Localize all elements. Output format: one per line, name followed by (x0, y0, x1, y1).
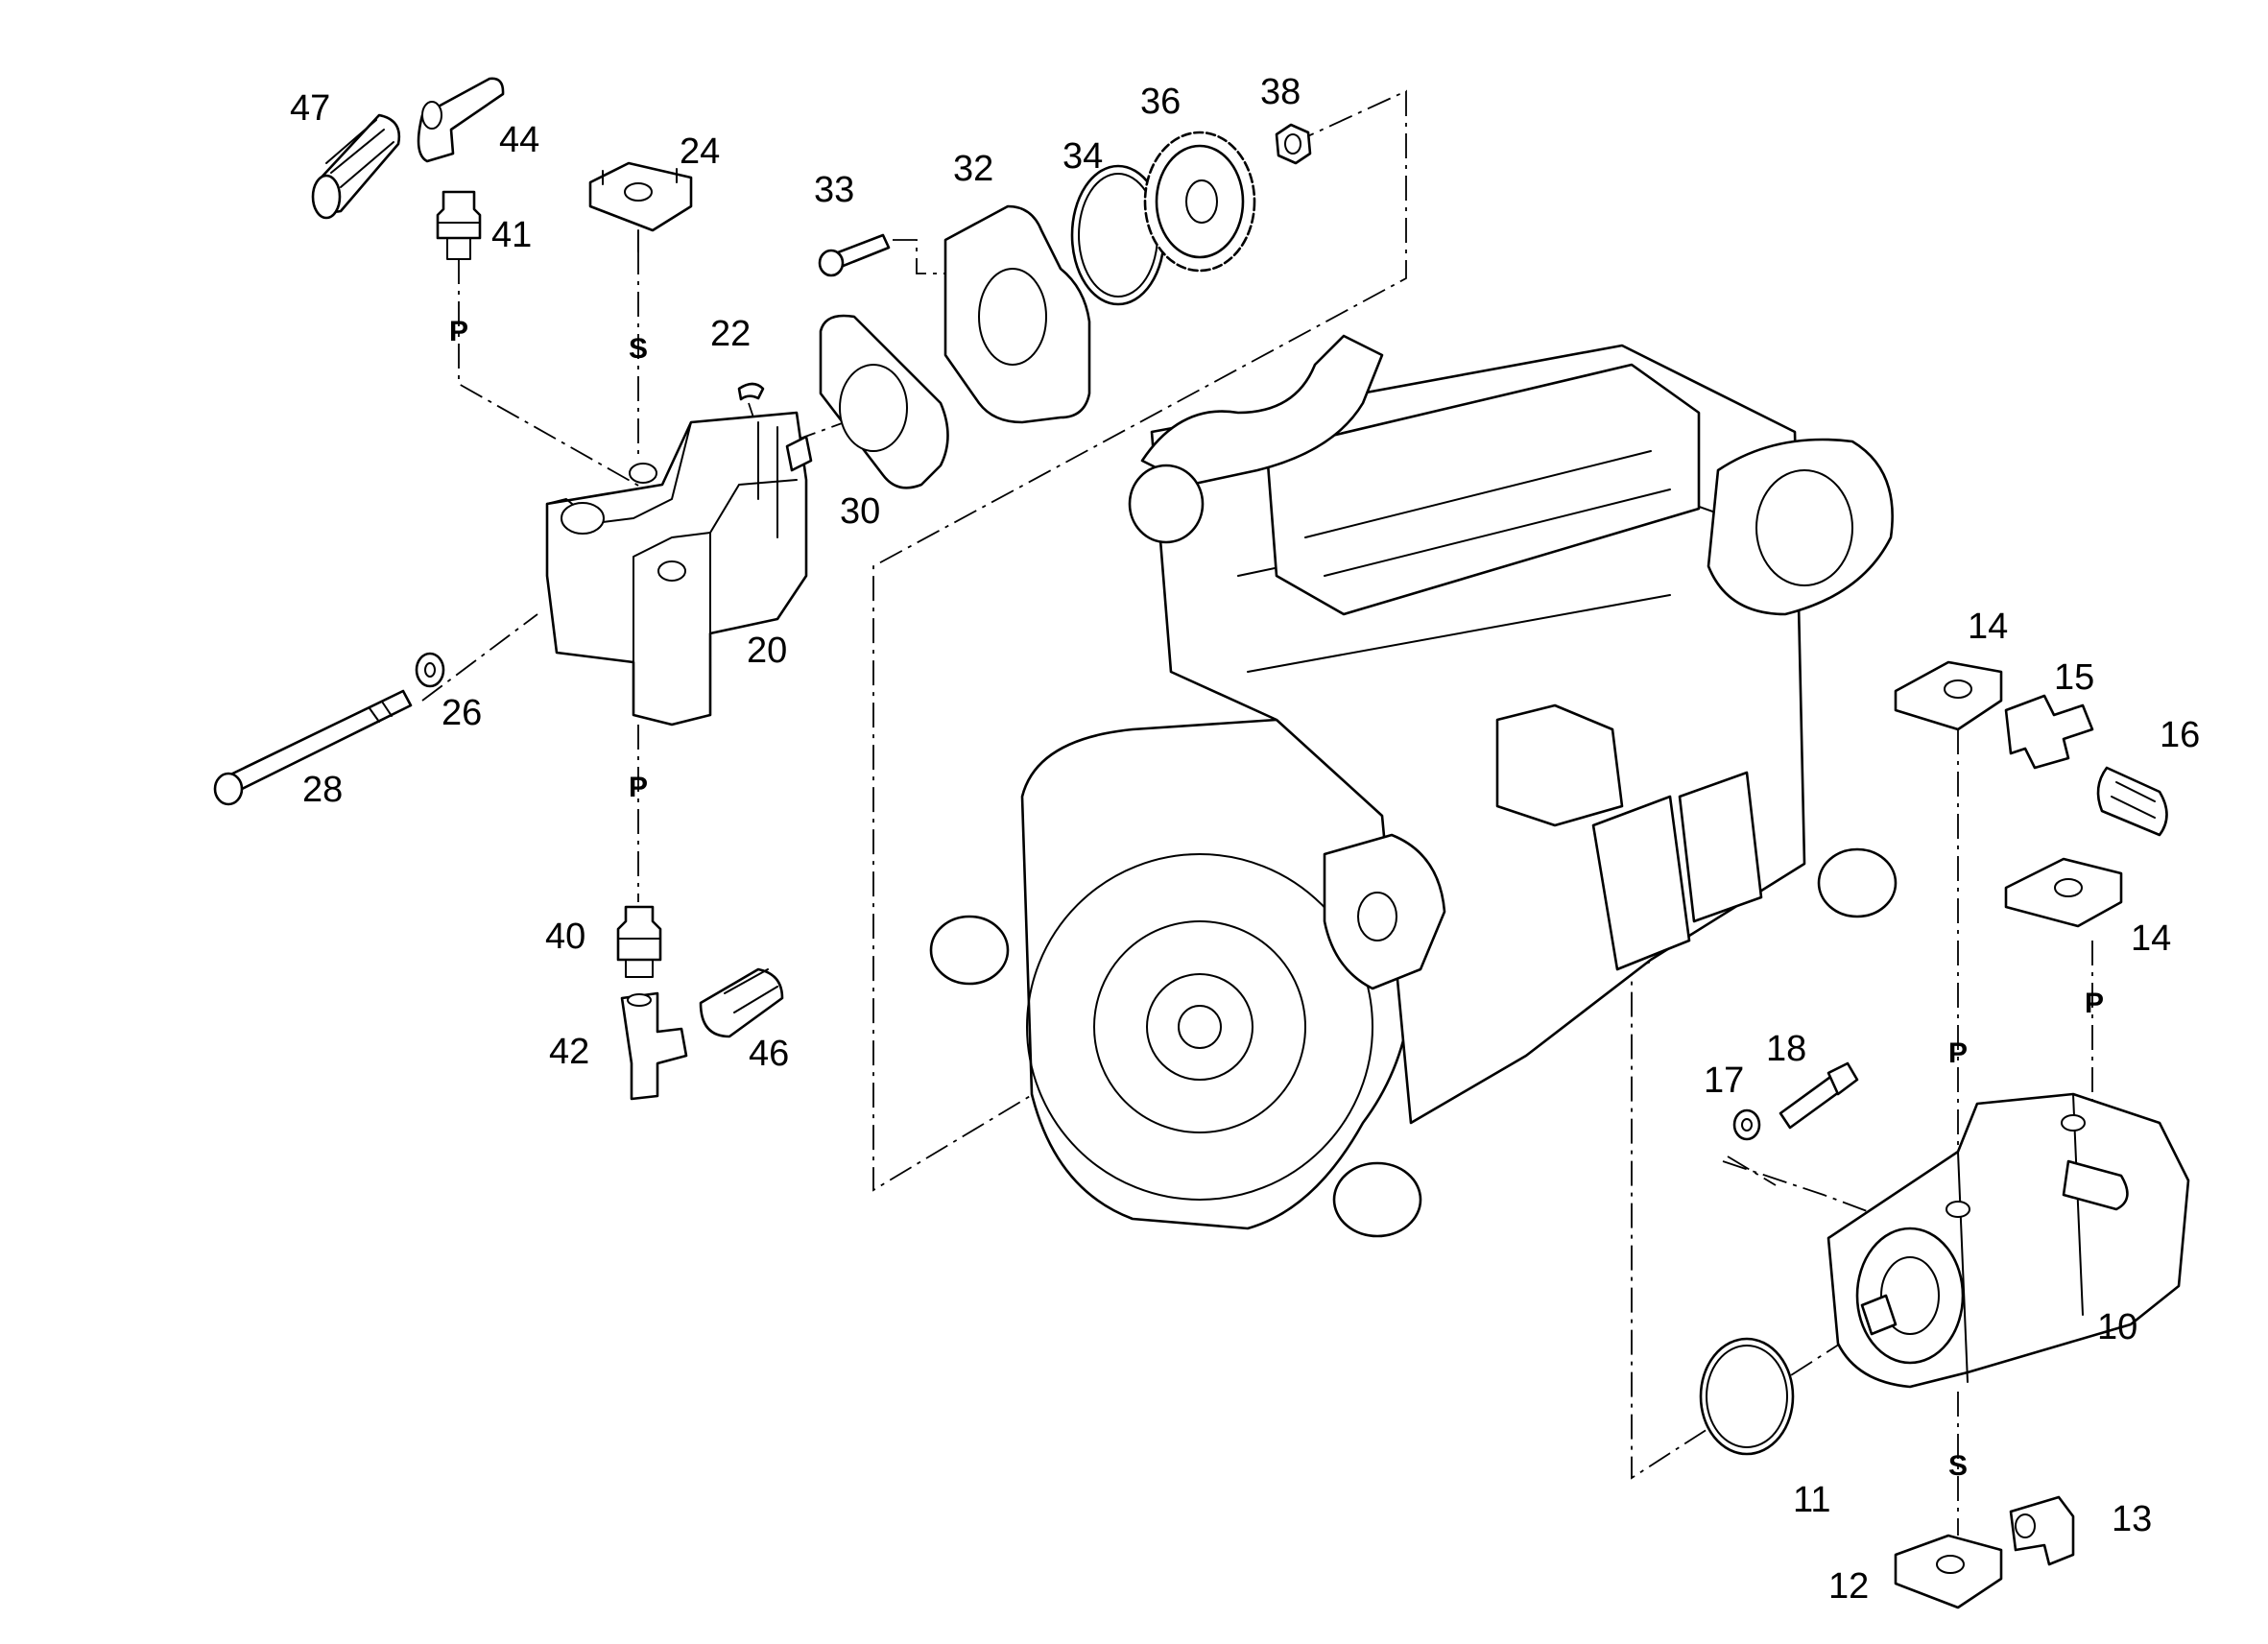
fitting-41-icon (436, 190, 482, 260)
flange-24-icon (588, 161, 693, 252)
callout-17: 17 (1704, 1060, 1744, 1101)
engine-icon (929, 334, 1898, 1238)
washer-17-hole-icon (1741, 1118, 1753, 1132)
callout-44: 44 (499, 120, 539, 160)
callout-47: 47 (290, 88, 330, 129)
gasket-30-icon (819, 314, 949, 489)
callout-24: 24 (680, 131, 720, 172)
callout-30: 30 (840, 491, 880, 532)
gear-36-icon (1143, 131, 1256, 273)
plug-47-icon (311, 113, 401, 220)
tee-15-icon (2004, 694, 2094, 770)
callout-41: 41 (491, 215, 532, 255)
callout-10: 10 (2097, 1307, 2137, 1347)
callout-34: 34 (1062, 136, 1103, 177)
fitting-40-icon (616, 905, 662, 978)
flange-plate-32-icon (943, 204, 1091, 424)
washer-26-hole-icon (424, 662, 436, 678)
callout-18: 18 (1766, 1029, 1806, 1069)
callout-42: 42 (549, 1032, 589, 1072)
nut-38-icon (1275, 123, 1312, 165)
flange-14b-icon (2004, 857, 2123, 928)
callout-15: 15 (2054, 657, 2094, 698)
bolt-28-icon (213, 689, 413, 806)
elbow-13-icon (2009, 1495, 2075, 1566)
right-hydraulic-pump-icon (1826, 1092, 2190, 1389)
callout-40: 40 (545, 917, 585, 957)
plug-46-icon (699, 967, 784, 1038)
bolt-33-icon (818, 233, 891, 277)
port-label-p: P (2085, 988, 2104, 1019)
callout-36: 36 (1140, 82, 1181, 122)
callout-20: 20 (747, 631, 787, 671)
callout-26: 26 (442, 693, 482, 733)
port-label-s: S (629, 333, 648, 365)
callout-38: 38 (1260, 72, 1301, 112)
left-hydraulic-pump-icon (545, 411, 813, 727)
bolt-18-icon (1779, 1061, 1859, 1130)
callout-22: 22 (710, 314, 751, 354)
callout-32: 32 (953, 149, 993, 189)
callout-14: 14 (2131, 918, 2171, 959)
tee-42-icon (620, 991, 688, 1101)
port-label-p: P (629, 772, 648, 803)
callout-28: 28 (302, 770, 343, 810)
port-labels: P S P P P S (449, 316, 2104, 1482)
callout-12: 12 (1828, 1566, 1869, 1607)
callout-33: 33 (814, 170, 854, 210)
flange-14a-icon (1894, 660, 2003, 731)
fitting-44-icon (417, 77, 505, 163)
callout-11: 11 (1793, 1480, 1830, 1520)
flange-12-icon (1894, 1534, 2003, 1609)
callout-14: 14 (1968, 607, 2008, 647)
plug-16-icon (2096, 766, 2168, 837)
callout-46: 46 (749, 1034, 789, 1074)
callout-numbers: 47 44 41 24 22 20 26 28 40 42 46 30 33 3… (290, 72, 2200, 1607)
callout-16: 16 (2160, 715, 2200, 755)
port-label-p: P (1948, 1037, 1968, 1069)
callout-13: 13 (2112, 1499, 2152, 1539)
o-ring-11-icon (1699, 1337, 1795, 1456)
port-label-s: S (1948, 1450, 1968, 1482)
key-icon (737, 382, 765, 401)
port-label-p: P (449, 316, 468, 347)
